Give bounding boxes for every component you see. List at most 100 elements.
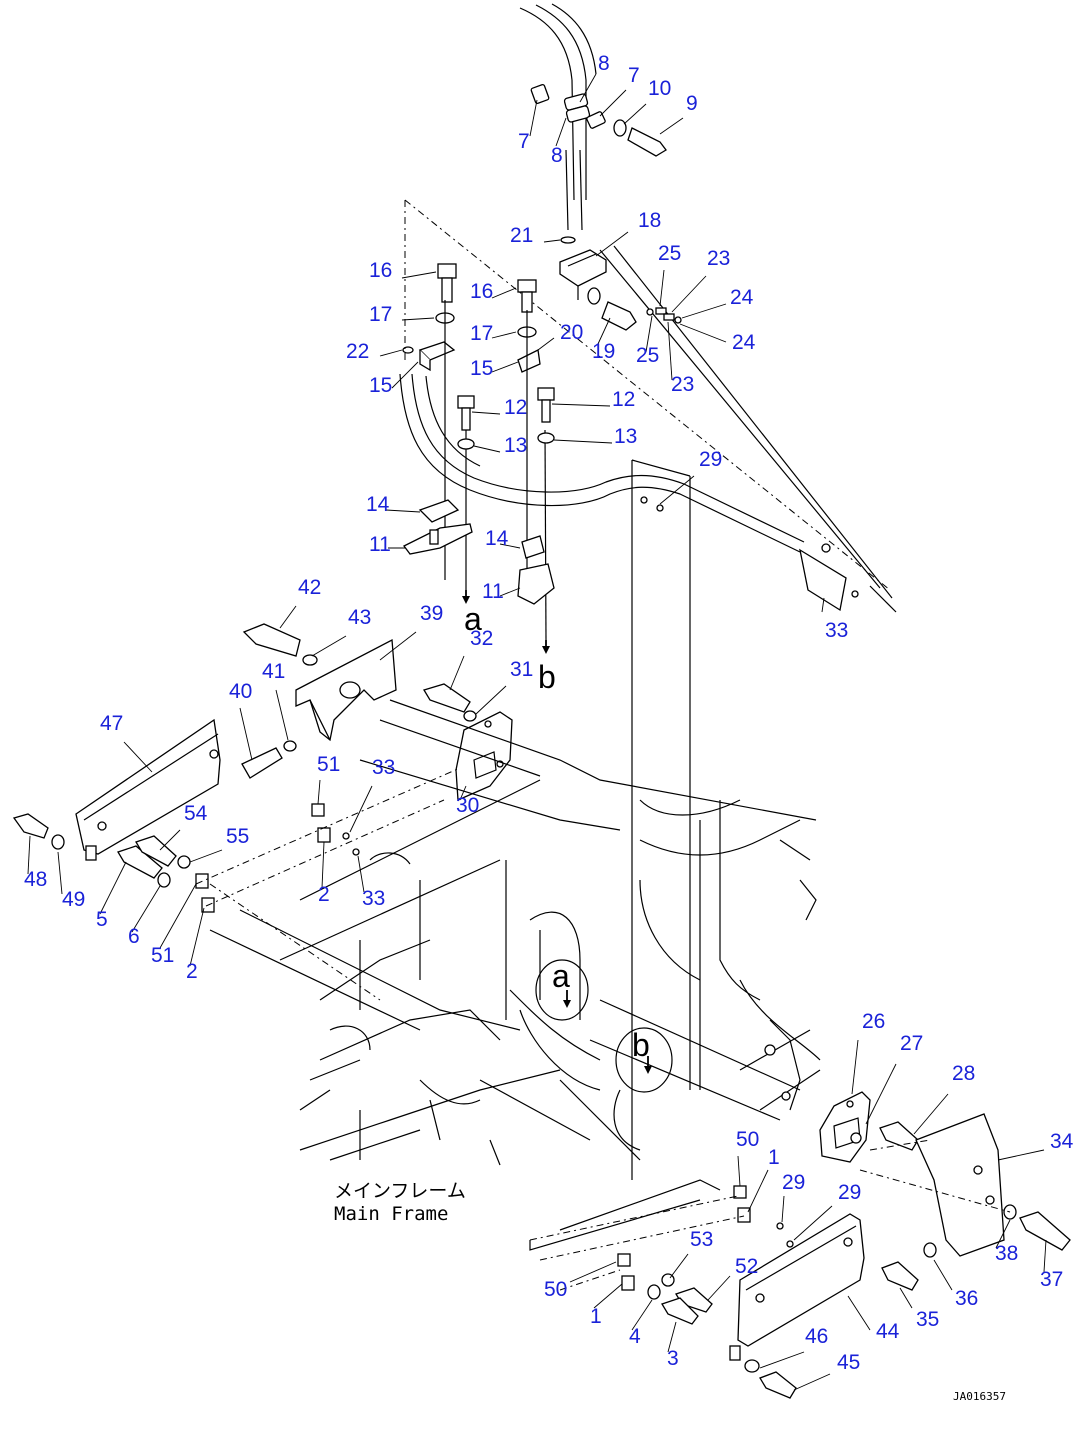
part-label-17: 17 (369, 303, 392, 326)
part-label-42: 42 (298, 576, 321, 599)
part-label-52: 52 (735, 1255, 758, 1278)
ref-letter-a: a (552, 958, 570, 994)
part-label-47: 47 (100, 712, 123, 735)
part-label-29: 29 (699, 448, 722, 471)
part-label-35: 35 (916, 1308, 939, 1331)
cover-47 (12, 718, 221, 895)
part-label-29: 29 (782, 1171, 805, 1194)
part-label-36: 36 (955, 1287, 978, 1310)
bracket-26-27 (819, 1039, 949, 1163)
frame-caption: メインフレーム Main Frame (334, 1180, 466, 1225)
main-frame (209, 699, 821, 1166)
ref-letters: a b a b (464, 601, 650, 1063)
part-label-23: 23 (671, 373, 694, 396)
part-label-13: 13 (504, 434, 527, 457)
part-label-18: 18 (638, 209, 661, 232)
cover-34 (915, 1113, 1071, 1273)
part-label-8: 8 (598, 52, 610, 75)
hydraulic-line-curve (399, 373, 805, 553)
part-label-2: 2 (186, 960, 198, 983)
part-label-39: 39 (420, 602, 443, 625)
clamp-assembly-top (529, 73, 684, 157)
part-label-48: 48 (24, 868, 47, 891)
part-label-29: 29 (838, 1181, 861, 1204)
part-label-33: 33 (825, 619, 848, 642)
part-label-6: 6 (128, 925, 140, 948)
part-label-9: 9 (686, 92, 698, 115)
bolts-16 (401, 263, 537, 313)
left-guide-lines (195, 767, 461, 1001)
brackets-15 (379, 337, 555, 389)
part-label-15: 15 (470, 357, 493, 380)
upper-cable-bundle (519, 3, 597, 231)
frame-ref-markers (535, 959, 673, 1093)
part-label-11: 11 (482, 580, 504, 603)
part-label-41: 41 (262, 660, 285, 683)
part-label-53: 53 (690, 1228, 713, 1251)
bolts-12-washers-13 (457, 387, 613, 453)
bracket-plate-39 (239, 605, 417, 779)
part-label-1: 1 (590, 1305, 602, 1328)
caption-jp: メインフレーム (334, 1180, 466, 1202)
part-label-14: 14 (366, 493, 390, 516)
part-label-8: 8 (551, 144, 563, 167)
part-label-14: 14 (485, 527, 509, 550)
part-label-17: 17 (470, 322, 493, 345)
part-label-46: 46 (805, 1325, 828, 1348)
part-label-49: 49 (62, 888, 85, 911)
hardware-group-left (99, 779, 373, 967)
part-label-34: 34 (1050, 1130, 1074, 1153)
part-label-12: 12 (612, 388, 635, 411)
lower-guide-lines (529, 1139, 1011, 1291)
caption-en: Main Frame (334, 1203, 448, 1225)
part-label-24: 24 (730, 286, 754, 309)
ref-letter-b: b (632, 1027, 650, 1063)
part-label-40: 40 (229, 680, 252, 703)
part-label-5: 5 (96, 908, 108, 931)
part-label-50: 50 (544, 1278, 567, 1301)
part-label-33: 33 (372, 756, 395, 779)
part-label-32: 32 (470, 627, 493, 650)
washers-17 (401, 312, 537, 339)
part-label-10: 10 (648, 77, 671, 100)
ref-letter-a: a (464, 601, 482, 637)
part-label-7: 7 (628, 64, 640, 87)
long-support-arm (404, 199, 897, 613)
part-label-16: 16 (369, 259, 392, 282)
part-label-37: 37 (1040, 1268, 1063, 1291)
small-hardware-23-25 (645, 269, 727, 381)
part-label-22: 22 (346, 340, 369, 363)
part-label-51: 51 (151, 944, 174, 967)
part-label-15: 15 (369, 374, 392, 397)
part-label-26: 26 (862, 1010, 885, 1033)
part-label-4: 4 (629, 1325, 641, 1348)
part-label-13: 13 (614, 425, 637, 448)
part-label-51: 51 (317, 753, 340, 776)
part-label-44: 44 (876, 1320, 900, 1343)
part-label-31: 31 (510, 658, 533, 681)
part-label-19: 19 (592, 340, 615, 363)
part-label-1: 1 (768, 1146, 780, 1169)
ref-letter-b: b (538, 659, 556, 695)
clamps-14-11 (385, 499, 555, 654)
part-label-43: 43 (348, 606, 371, 629)
part-label-54: 54 (184, 802, 208, 825)
part-label-24: 24 (732, 331, 756, 354)
part-label-28: 28 (952, 1062, 975, 1085)
hardware-group-lower (569, 1155, 833, 1353)
part-label-11: 11 (369, 533, 391, 556)
part-label-12: 12 (504, 396, 527, 419)
cover-44 (729, 1213, 953, 1399)
part-label-33: 33 (362, 887, 385, 910)
part-label-7: 7 (518, 130, 530, 153)
part-label-38: 38 (995, 1242, 1018, 1265)
part-label-20: 20 (560, 321, 583, 344)
part-label-16: 16 (470, 280, 493, 303)
part-label-25: 25 (636, 344, 659, 367)
part-label-3: 3 (667, 1347, 679, 1370)
vertical-post (631, 459, 695, 1180)
part-label-27: 27 (900, 1032, 923, 1055)
